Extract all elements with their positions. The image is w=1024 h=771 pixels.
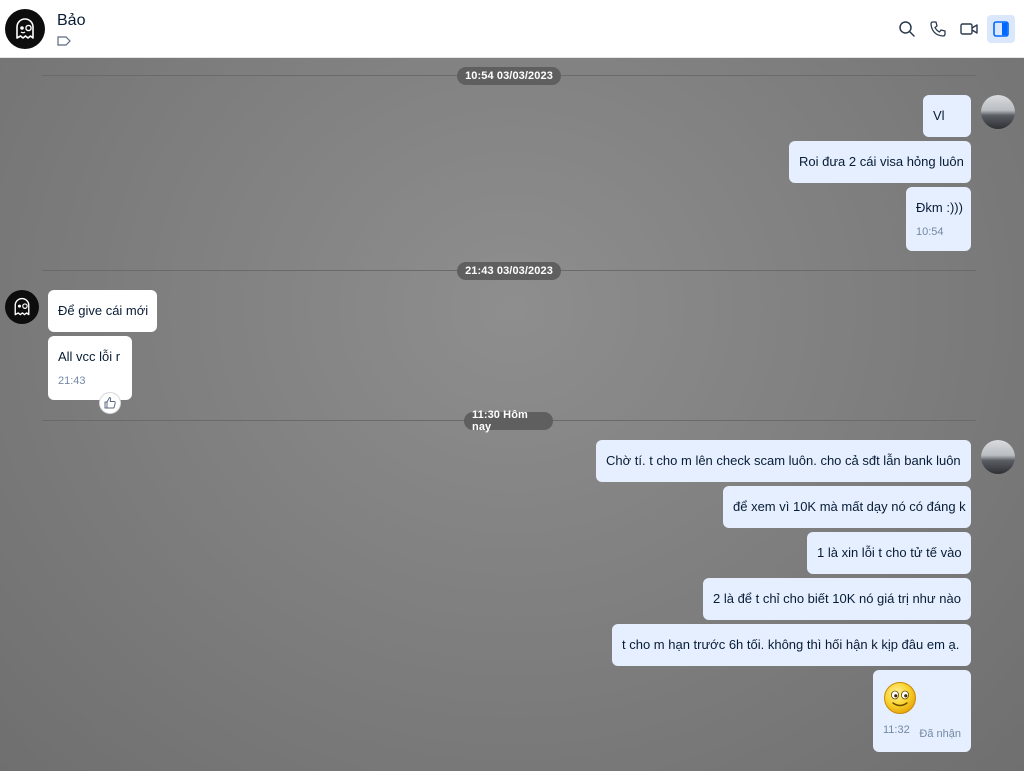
contact-name[interactable]: Bảo [57, 12, 86, 29]
message-text: Chờ tí. t cho m lên check scam luôn. cho… [606, 453, 961, 468]
message-text: 2 là để t chỉ cho biết 10K nó giá trị nh… [713, 591, 961, 606]
message-bubble[interactable]: 11:32 Đã nhận [873, 670, 971, 752]
my-avatar[interactable] [981, 440, 1015, 474]
conversation-info-toggle[interactable] [987, 15, 1015, 43]
message-bubble[interactable]: t cho m hạn trước 6h tối. không thì hối … [612, 624, 971, 666]
message-bubble[interactable]: Vl [923, 95, 971, 137]
message-text: 1 là xin lỗi t cho tử tế vào [817, 545, 962, 560]
message-text: Đkm :))) [916, 200, 963, 215]
message-text: Vl [933, 108, 945, 123]
video-icon [960, 23, 978, 35]
message-bubble[interactable]: All vcc lỗi r 21:43 [48, 336, 132, 400]
message-text: Để give cái mới [58, 303, 149, 318]
reaction-button[interactable] [99, 392, 121, 414]
date-divider: 10:54 03/03/2023 [457, 67, 561, 85]
message-bubble[interactable]: Đkm :))) 10:54 [906, 187, 971, 251]
my-avatar[interactable] [981, 95, 1015, 129]
message-bubble[interactable]: Để give cái mới [48, 290, 157, 332]
ghost-avatar-icon [16, 18, 34, 39]
date-divider: 21:43 03/03/2023 [457, 262, 561, 280]
date-divider: 11:30 Hôm nay [464, 409, 553, 433]
sidebar-toggle-icon [993, 21, 1009, 37]
label-tag-icon[interactable] [57, 36, 71, 46]
search-button[interactable] [893, 15, 921, 43]
message-time: 10:54 [916, 226, 944, 238]
phone-icon [930, 21, 946, 37]
message-bubble[interactable]: 1 là xin lỗi t cho tử tế vào [807, 532, 971, 574]
message-time: 11:32 [883, 724, 910, 736]
contact-avatar-small[interactable] [5, 290, 39, 324]
chat-header: Bảo [0, 0, 1024, 58]
smiley-emoji [884, 682, 916, 714]
like-icon [104, 397, 116, 409]
message-text: Roi đưa 2 cái visa hỏng luôn [799, 154, 964, 169]
message-bubble[interactable]: Chờ tí. t cho m lên check scam luôn. cho… [596, 440, 971, 482]
search-icon [899, 21, 915, 37]
message-text: t cho m hạn trước 6h tối. không thì hối … [622, 637, 960, 652]
ghost-avatar-icon [14, 297, 30, 316]
message-time: 21:43 [58, 375, 86, 387]
message-text: All vcc lỗi r [58, 349, 121, 364]
message-bubble[interactable]: để xem vì 10K mà mất dạy nó có đáng k [723, 486, 971, 528]
contact-avatar[interactable] [5, 9, 45, 49]
delivery-status: Đã nhận [919, 728, 961, 740]
voice-call-button[interactable] [924, 15, 952, 43]
message-list[interactable]: 10:54 03/03/2023 Vl Roi đưa 2 cái visa h… [0, 58, 1024, 771]
message-text: để xem vì 10K mà mất dạy nó có đáng k [733, 499, 966, 514]
message-bubble[interactable]: Roi đưa 2 cái visa hỏng luôn [789, 141, 971, 183]
message-bubble[interactable]: 2 là để t chỉ cho biết 10K nó giá trị nh… [703, 578, 971, 620]
video-call-button[interactable] [955, 15, 983, 43]
